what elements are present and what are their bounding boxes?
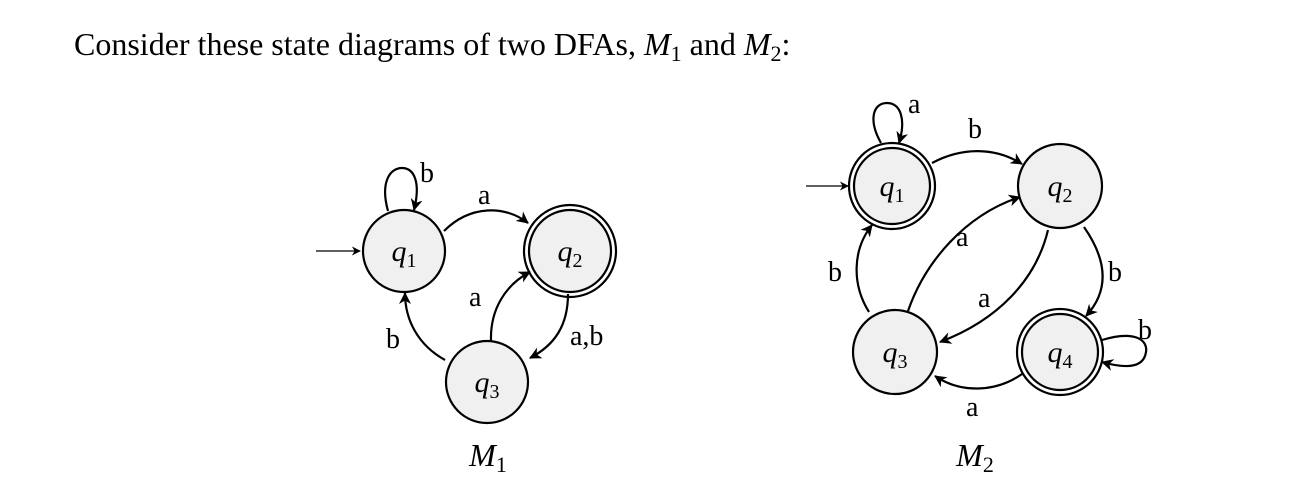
m2-edge-q4-q3 — [934, 373, 1023, 390]
dfa-m2: a b a a b b b a q1 q2 q3 q4 M2 — [806, 89, 1152, 477]
m1-state-q1: q1 — [361, 208, 447, 294]
m1-label-q3-q2: a — [469, 282, 482, 313]
m2-label-q2-q3: a — [978, 283, 991, 314]
m2-edge-q1-q2 — [931, 150, 1023, 165]
m1-label-q2-q3: a,b — [570, 321, 603, 352]
intro-prefix: Consider these state diagrams of two DFA… — [74, 26, 644, 62]
m2-state-q2-label: q2 — [1048, 170, 1073, 207]
m1-edge-q3-q2 — [489, 271, 531, 342]
m1-state-q2-label: q2 — [558, 235, 583, 272]
m1-label-q1-q2: a — [478, 180, 491, 211]
dfa-m1: b a a,b a b q1 q2 q3 M1 — [316, 158, 618, 477]
m2-label-q1-self: a — [908, 89, 921, 120]
m1-state-q3: q3 — [444, 339, 530, 425]
intro-m2: M2 — [743, 26, 782, 66]
m2-label-q2-q4: b — [1108, 257, 1122, 288]
m1-edge-q3-q1 — [399, 292, 446, 361]
m2-label-q1-q2: b — [968, 114, 982, 145]
m2-state-q4: q4 — [1015, 307, 1105, 397]
m2-label-q4-self: b — [1138, 315, 1152, 346]
m2-label-q4-q3: a — [966, 392, 979, 423]
m2-edge-q4-self — [1101, 334, 1148, 371]
m1-edge-q1-self — [384, 166, 423, 212]
m2-edge-q2-q4 — [1083, 226, 1104, 317]
m2-name: M2 — [955, 437, 994, 477]
m2-edge-q3-q1 — [855, 224, 873, 313]
m1-name: M1 — [468, 437, 507, 477]
m2-state-q2: q2 — [1016, 142, 1104, 230]
m2-label-q3-q2: a — [956, 222, 969, 253]
m2-state-q1-label: q1 — [880, 170, 905, 207]
intro-m1: M1 — [643, 26, 682, 66]
m2-state-q4-label: q4 — [1048, 336, 1073, 373]
m2-state-q1: q1 — [847, 141, 937, 231]
m1-label-q3-q1: b — [386, 324, 400, 355]
m2-edge-q3-q2 — [906, 194, 1021, 312]
intro-conj: and — [681, 26, 744, 62]
m2-state-q3: q3 — [851, 308, 939, 396]
m1-state-q2: q2 — [522, 203, 618, 299]
m2-edge-q1-self — [872, 101, 908, 144]
intro-sentence: Consider these state diagrams of two DFA… — [74, 24, 791, 66]
m2-edge-q2-q3 — [939, 229, 1050, 344]
m1-state-q1-label: q1 — [392, 235, 417, 272]
m1-state-q3-label: q3 — [475, 366, 500, 403]
m1-edge-q2-q3 — [529, 293, 570, 359]
intro-suffix: : — [781, 26, 791, 62]
m1-label-q1-self: b — [420, 158, 434, 189]
m1-edge-q1-q2 — [443, 209, 529, 232]
m2-state-q3-label: q3 — [883, 336, 908, 373]
m2-label-q3-q1: b — [828, 257, 842, 288]
